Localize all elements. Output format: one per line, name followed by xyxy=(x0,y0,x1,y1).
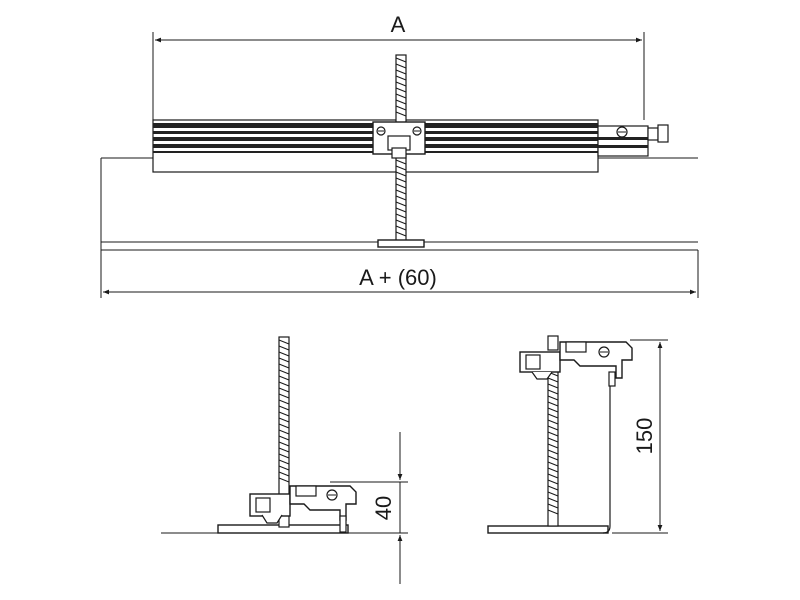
dimension-label-150: 150 xyxy=(632,418,657,455)
side-view-low: 40 xyxy=(161,336,408,584)
top-view: A xyxy=(100,12,699,298)
dimension-40: 40 xyxy=(330,432,408,584)
threaded-rod-top xyxy=(372,54,426,248)
dimension-label-a-plus-60: A + (60) xyxy=(359,265,437,290)
dimension-a: A xyxy=(152,12,645,120)
dimension-150: 150 xyxy=(612,339,668,534)
side-view-high: 150 xyxy=(487,335,668,534)
dimension-label-a: A xyxy=(391,12,406,37)
dimension-label-40: 40 xyxy=(371,496,396,520)
dimension-a-plus-60: A + (60) xyxy=(103,250,699,298)
